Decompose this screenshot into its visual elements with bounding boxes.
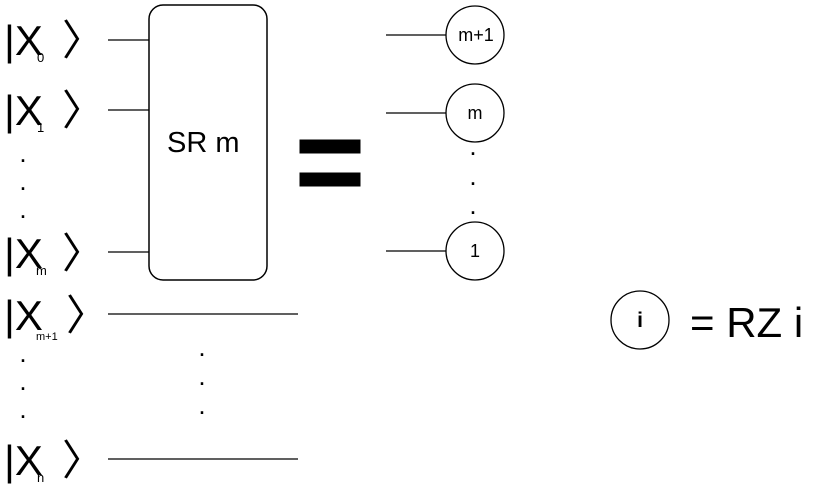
ellipsis-dot: . — [19, 338, 26, 368]
ket-subscript: n — [37, 470, 44, 485]
ket-bar-x: |X — [4, 230, 43, 277]
legend-circle — [610, 290, 670, 350]
ket-subscript: 1 — [37, 120, 44, 135]
ellipsis-dot: . — [469, 190, 476, 220]
sr-block-label: SR m — [167, 127, 240, 159]
legend-circle-label: i — [637, 309, 643, 332]
input-ket-xm1: |X m+1 〉 — [4, 292, 108, 343]
ellipsis-dot: . — [19, 194, 26, 224]
sr-block — [148, 4, 268, 281]
gate-label: m+1 — [458, 25, 494, 45]
ket-bar-x: |X — [4, 87, 43, 134]
input-ket-xm: |X m 〉 — [4, 230, 104, 278]
ket-subscript: m+1 — [36, 331, 58, 343]
ket-bar-x: |X — [4, 17, 43, 64]
ket-close: 〉 — [62, 17, 104, 64]
ellipsis-dot: . — [19, 366, 26, 396]
ket-subscript: 0 — [37, 50, 44, 65]
legend-definition: = RZ i — [690, 299, 803, 346]
legend: i = RZ i — [610, 290, 803, 350]
equals-sign — [299, 139, 361, 187]
ket-bar-x: |X — [4, 437, 43, 484]
gate-label: m — [468, 103, 483, 123]
ket-close: 〉 — [62, 87, 104, 134]
ellipsis-dot: . — [19, 138, 26, 168]
input-ket-xn: |X n 〉 — [4, 437, 104, 485]
ellipsis-dot: . — [469, 161, 476, 191]
rz-gate-circle — [445, 5, 505, 65]
equals-bar-top — [299, 139, 361, 154]
rz-gate-circle — [445, 221, 505, 281]
ellipsis-dot: . — [198, 390, 205, 420]
gate-label: 1 — [470, 241, 480, 261]
ket-close: 〉 — [62, 437, 104, 484]
ket-close: 〉 — [66, 292, 108, 339]
ket-bar-x: |X — [4, 292, 43, 339]
ellipsis-dot: . — [469, 131, 476, 161]
ellipsis-dot: . — [19, 166, 26, 196]
ellipsis-dot: . — [19, 394, 26, 424]
rz-gate-circle — [445, 83, 505, 143]
ket-close: 〉 — [62, 230, 104, 277]
input-ket-x1: |X 1 〉 — [4, 87, 104, 135]
ellipsis-dot: . — [198, 332, 205, 362]
input-ket-x0: |X 0 〉 — [4, 17, 104, 65]
ket-subscript: m — [36, 263, 47, 278]
ellipsis-dot: . — [198, 361, 205, 391]
equals-bar-bottom — [299, 172, 361, 187]
